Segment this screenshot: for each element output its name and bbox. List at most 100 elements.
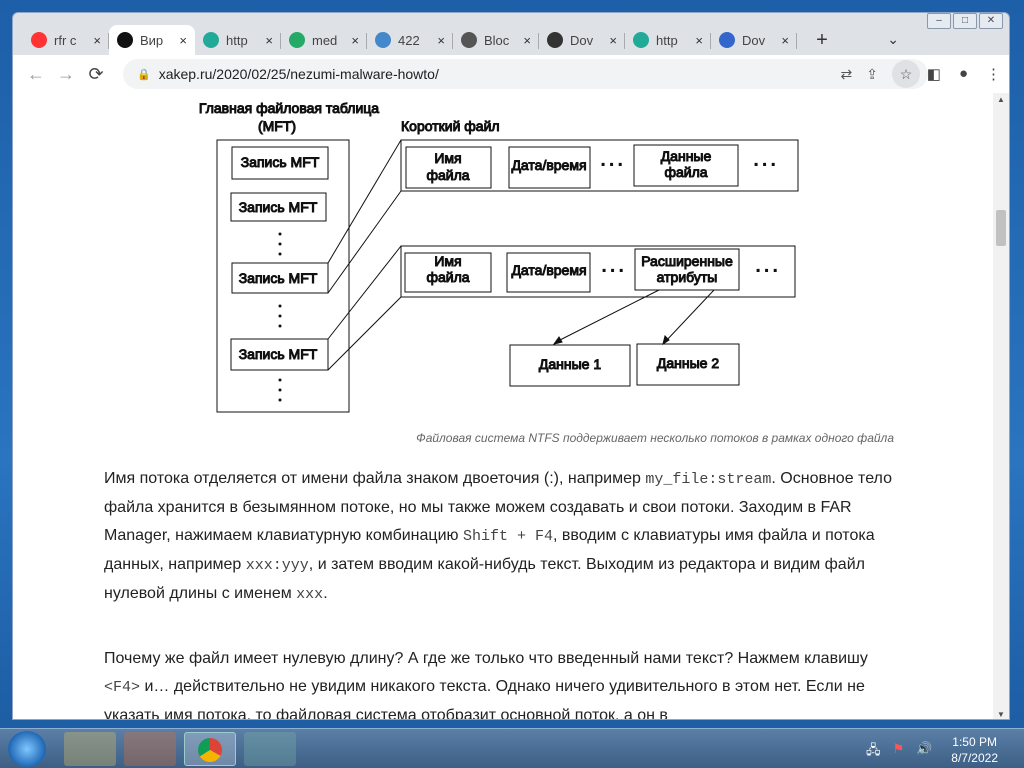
tab[interactable]: Dov × bbox=[539, 25, 625, 55]
mft-record bbox=[231, 146, 329, 180]
mft-record-label: Запись MFT bbox=[239, 199, 318, 215]
tab-title: 422 bbox=[398, 32, 420, 48]
vertical-ellipsis bbox=[278, 232, 282, 402]
arrow bbox=[664, 289, 715, 343]
attr-label: файла bbox=[426, 167, 469, 183]
ellipsis: · · · bbox=[756, 262, 778, 278]
tab[interactable]: rfr с × bbox=[23, 25, 109, 55]
close-window-button[interactable]: ✕ bbox=[979, 13, 1003, 29]
tab-search-button[interactable]: ⌄ bbox=[887, 31, 899, 47]
chrome-taskbar-icon[interactable] bbox=[184, 732, 236, 766]
toolbar: ← → ⟳ 🔒 xakep.ru/2020/02/25/nezumi-malwa… bbox=[13, 55, 1009, 93]
tab[interactable]: Dov× bbox=[711, 25, 797, 55]
close-tab-icon[interactable]: × bbox=[523, 32, 531, 48]
action-center-flag-icon[interactable]: ⚑ bbox=[892, 741, 905, 756]
mft-title: Главная файловая таблица bbox=[199, 100, 379, 116]
close-tab-icon[interactable]: × bbox=[179, 32, 187, 48]
mft-table bbox=[216, 139, 350, 413]
close-tab-icon[interactable]: × bbox=[437, 32, 445, 48]
paragraph: Почему же файл имеет нулевую длину? А гд… bbox=[104, 650, 868, 720]
attr-label: файла bbox=[664, 164, 707, 180]
close-tab-icon[interactable]: × bbox=[265, 32, 273, 48]
page-content: Главная файловая таблица (MFT) Запись MF… bbox=[13, 93, 995, 720]
start-button[interactable] bbox=[8, 731, 46, 767]
ellipsis: · · · bbox=[601, 156, 623, 172]
paragraph: Имя потока отделяется от имени файла зна… bbox=[104, 470, 892, 603]
tab[interactable]: Вир× bbox=[109, 25, 195, 55]
tab-title: med bbox=[312, 32, 338, 48]
translate-icon[interactable]: ⇄ bbox=[840, 65, 853, 82]
arrow-down-icon bbox=[719, 32, 735, 48]
close-tab-icon[interactable]: × bbox=[93, 32, 101, 48]
tab-title: Bloc bbox=[484, 32, 510, 48]
arrow bbox=[555, 289, 660, 343]
network-icon[interactable]: 🖧 bbox=[866, 742, 881, 757]
mft-record-label: Запись MFT bbox=[241, 154, 320, 170]
address-bar[interactable]: 🔒 xakep.ru/2020/02/25/nezumi-malware-how… bbox=[123, 59, 928, 89]
ellipsis: · · · bbox=[754, 156, 776, 172]
mft-subtitle: (MFT) bbox=[258, 118, 296, 134]
attr-label: Имя bbox=[434, 150, 461, 166]
forward-button[interactable]: → bbox=[57, 63, 75, 84]
attr-label: Имя bbox=[434, 253, 461, 269]
tab[interactable]: 422 × bbox=[367, 25, 453, 55]
short-file-label: Короткий файл bbox=[401, 118, 500, 134]
tab-title: http bbox=[656, 32, 678, 48]
stream-label: Данные 2 bbox=[657, 355, 719, 371]
attr-label: Дата/время bbox=[511, 157, 586, 173]
mft-record bbox=[230, 192, 327, 222]
minimize-button[interactable]: – bbox=[927, 13, 951, 29]
stream-box bbox=[509, 344, 631, 387]
xakep-icon bbox=[117, 32, 133, 48]
close-tab-icon[interactable]: × bbox=[695, 32, 703, 48]
figure-caption: Файловая система NTFS поддерживает неско… bbox=[416, 431, 894, 445]
tab[interactable]: Bloc × bbox=[453, 25, 539, 55]
tab[interactable]: med × bbox=[281, 25, 367, 55]
scrollbar[interactable]: ▲▼ bbox=[993, 93, 1009, 719]
attr-label: атрибуты bbox=[657, 269, 718, 285]
close-tab-icon[interactable]: × bbox=[609, 32, 617, 48]
bookmark-star-icon[interactable]: ☆ bbox=[892, 60, 920, 88]
mft-record-label: Запись MFT bbox=[239, 346, 318, 362]
tab[interactable]: http × bbox=[625, 25, 711, 55]
tab-title: Dov bbox=[570, 32, 594, 48]
attr-label: Данные bbox=[661, 148, 712, 164]
stream-label: Данные 1 bbox=[539, 356, 601, 372]
short-file-record bbox=[400, 139, 799, 192]
lock-icon: 🔒 bbox=[137, 68, 151, 81]
mft-record bbox=[231, 262, 329, 294]
medium-icon bbox=[289, 32, 305, 48]
media-player-taskbar-icon[interactable] bbox=[124, 732, 176, 766]
download-icon bbox=[633, 32, 649, 48]
puzzle-icon bbox=[375, 32, 391, 48]
tab[interactable]: http× bbox=[195, 25, 281, 55]
attr-label: Дата/время bbox=[511, 262, 586, 278]
reload-button[interactable]: ⟳ bbox=[88, 63, 104, 84]
scrollbar-thumb[interactable] bbox=[996, 210, 1006, 246]
mft-record-label: Запись MFT bbox=[239, 270, 318, 286]
menu-icon[interactable]: ⋮ bbox=[986, 66, 1001, 83]
profile-icon[interactable]: ● bbox=[958, 65, 968, 82]
url-text[interactable]: xakep.ru/2020/02/25/nezumi-malware-howto… bbox=[158, 66, 439, 82]
new-tab-button[interactable]: + bbox=[816, 28, 828, 51]
explorer-taskbar-icon[interactable] bbox=[64, 732, 116, 766]
close-tab-icon[interactable]: × bbox=[781, 32, 789, 48]
yandex-icon bbox=[31, 32, 47, 48]
maximize-button[interactable]: □ bbox=[953, 13, 977, 29]
tab-title: rfr с bbox=[54, 32, 77, 48]
attr-label: Расширенные bbox=[641, 253, 733, 269]
hat-icon bbox=[547, 32, 563, 48]
ntfs-diagram: Главная файловая таблица (MFT) Запись MF… bbox=[198, 100, 799, 413]
back-button[interactable]: ← bbox=[27, 63, 45, 84]
close-tab-icon[interactable]: × bbox=[351, 32, 359, 48]
browser-window: – □ ✕ rfr с×Вир×http×med×422×Bloc×Dov×ht… bbox=[12, 12, 1010, 720]
attr-label: файла bbox=[426, 269, 469, 285]
stream-box bbox=[636, 343, 740, 386]
globe-icon bbox=[461, 32, 477, 48]
share-icon[interactable]: ⇪ bbox=[866, 65, 878, 82]
volume-icon[interactable]: 🔊 bbox=[916, 741, 933, 756]
side-panel-icon[interactable]: ◧ bbox=[926, 66, 941, 83]
notepad-taskbar-icon[interactable] bbox=[244, 732, 296, 766]
